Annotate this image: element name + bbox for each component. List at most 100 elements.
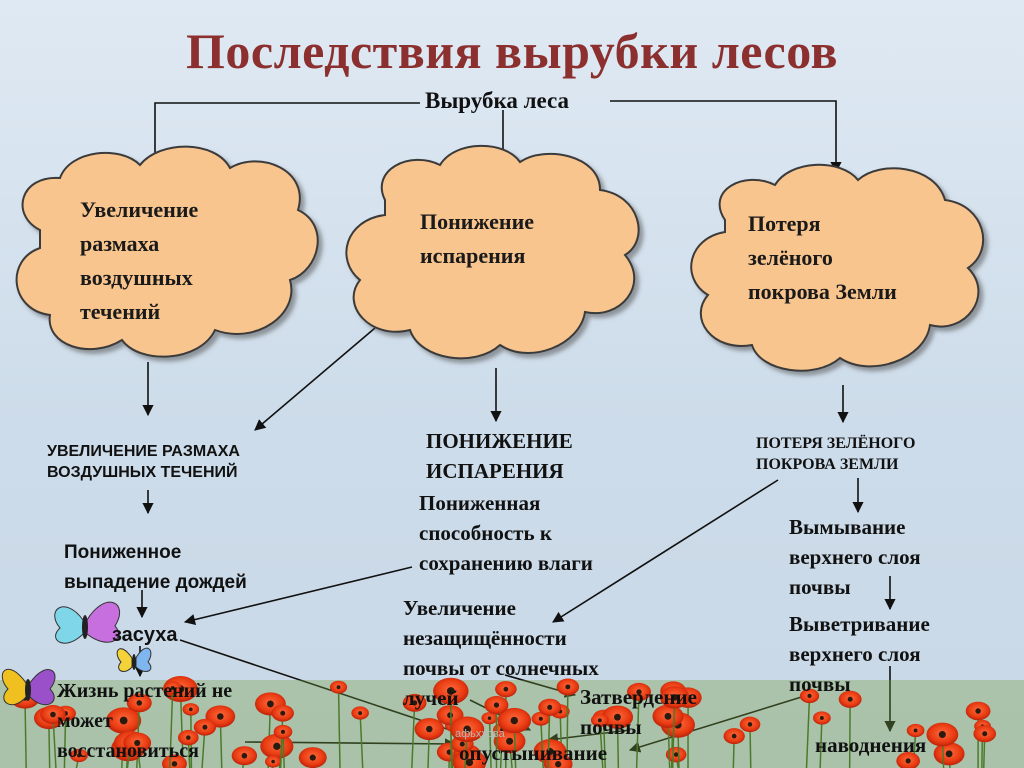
node-washing: Вымывание верхнего слоя почвы	[789, 512, 921, 602]
poppy-center	[614, 713, 621, 721]
poppy-center	[503, 686, 509, 692]
poppy-center	[982, 731, 988, 737]
poppy-center	[463, 725, 471, 734]
cloud-1-text: Увеличение размаха воздушных течений	[80, 193, 198, 329]
node-washing-line: верхнего слоя	[789, 545, 921, 569]
header-mid-line: ПОНИЖЕНИЕ	[426, 429, 573, 453]
cloud-2-shape	[345, 144, 640, 360]
node-soil-exposure-line: лучей	[403, 686, 459, 710]
page-title: Последствия вырубки лесов	[185, 23, 839, 79]
node-washing-line: Вымывание	[789, 515, 906, 539]
node-weathering-line: верхнего слоя	[789, 642, 921, 666]
node-soil-exposure-line: почвы от солнечных	[403, 656, 599, 680]
node-reduced-rain-line: Пониженное	[64, 542, 182, 563]
poppy-center	[217, 713, 224, 720]
poppy-stem	[540, 718, 544, 768]
node-weathering-line: почвы	[789, 672, 851, 696]
arrow-weathering-desert	[628, 694, 809, 753]
poppy-center	[597, 718, 602, 723]
poppy-center	[913, 728, 918, 733]
poppy-center	[807, 693, 812, 699]
node-hardening-line: Затвердение	[580, 685, 697, 709]
poppy-center	[446, 687, 455, 695]
node-floods: наводнения	[815, 733, 927, 757]
cloud-2-line: испарения	[420, 243, 526, 268]
poppy-stem	[819, 717, 823, 768]
poppy-center	[673, 752, 679, 757]
poppy-center	[280, 710, 286, 716]
poppy-center	[188, 707, 193, 712]
poppy-center	[267, 700, 274, 708]
node-reduced-rain: Пониженное выпадение дождей	[64, 538, 247, 598]
node-washing-line: почвы	[789, 575, 851, 599]
node-weathering: Выветривание верхнего слоя почвы	[789, 609, 930, 699]
poppy-center	[731, 733, 737, 739]
cloud-1-line: Увеличение	[80, 197, 199, 222]
node-hardening: Затвердение почвы	[580, 682, 697, 742]
poppy-center	[975, 708, 981, 714]
poppy-stem	[671, 697, 676, 768]
poppy-center	[171, 761, 178, 767]
poppy-center	[273, 742, 281, 750]
node-plant-life: Жизнь растений не может восстановиться	[57, 676, 232, 766]
poppy-stem	[411, 702, 416, 768]
poppy-stem	[805, 695, 811, 768]
cloud-3-line: зелёного	[748, 245, 833, 270]
poppy-stem	[24, 697, 27, 768]
node-plant-life-line: Жизнь растений не	[57, 680, 233, 702]
node-deforestation: Вырубка леса	[425, 88, 570, 113]
arrow-moisture-drought	[183, 566, 413, 626]
node-plant-life-line: может	[57, 710, 113, 732]
watermark: афьххова	[455, 728, 505, 740]
node-moisture-line: способность к	[419, 521, 552, 545]
header-left: УВЕЛИЧЕНИЕ РАЗМАХА ВОЗДУШНЫХ ТЕЧЕНИЙ	[47, 441, 240, 483]
poppy-center	[636, 689, 642, 695]
poppy-center	[358, 711, 363, 715]
poppy-center	[447, 712, 454, 719]
poppy-center	[555, 761, 562, 768]
poppy-center	[280, 729, 286, 734]
poppy-meadow	[0, 640, 1024, 768]
arrow-cloud2-left	[254, 327, 376, 431]
poppy-center	[271, 759, 275, 764]
poppy-center	[565, 684, 571, 690]
poppy-center	[465, 758, 474, 767]
cloud-3-shape	[690, 163, 985, 372]
poppy-field-graphic	[0, 675, 1024, 768]
poppy-center	[426, 725, 433, 733]
poppy-center	[747, 722, 753, 727]
node-soil-exposure-line: незащищённости	[403, 626, 567, 650]
header-right: ПОТЕРЯ ЗЕЛЁНОГО ПОКРОВА ЗЕМЛИ	[756, 433, 915, 475]
poppy-center	[202, 724, 208, 730]
poppy-center	[186, 735, 191, 740]
cloud-1-line: воздушных	[80, 265, 193, 290]
poppy-center	[493, 702, 500, 708]
header-left-line: ВОЗДУШНЫХ ТЕЧЕНИЙ	[47, 464, 238, 481]
poppy-center	[21, 694, 29, 701]
node-desertification: опустынивание	[459, 741, 608, 765]
poppy-center	[412, 700, 418, 706]
poppy-stem	[635, 691, 640, 768]
poppy-center	[136, 700, 143, 706]
poppy-center	[336, 685, 341, 690]
poppy-center	[241, 752, 248, 759]
poppy-center	[671, 694, 678, 701]
cloud-1-shape	[15, 145, 319, 358]
cloud-3-line: Потеря	[748, 211, 821, 236]
poppy-center	[77, 753, 81, 758]
poppy-stem	[179, 688, 184, 768]
node-soil-exposure: Увеличение незащищённости почвы от солне…	[403, 593, 599, 713]
node-plant-life-line: восстановиться	[57, 740, 199, 762]
cloud-3-line: покрова Земли	[748, 279, 897, 304]
poppy-center	[819, 716, 824, 720]
poppy-center	[50, 711, 56, 718]
poppy-flower	[543, 753, 573, 768]
cloud-1-line: размаха	[80, 231, 160, 256]
node-moisture: Пониженная способность к сохранению влаг…	[419, 488, 593, 578]
node-weathering-line: Выветривание	[789, 612, 930, 636]
poppy-center	[510, 716, 518, 725]
poppy-center	[134, 739, 141, 746]
header-right-line: ПОКРОВА ЗЕМЛИ	[756, 456, 899, 473]
